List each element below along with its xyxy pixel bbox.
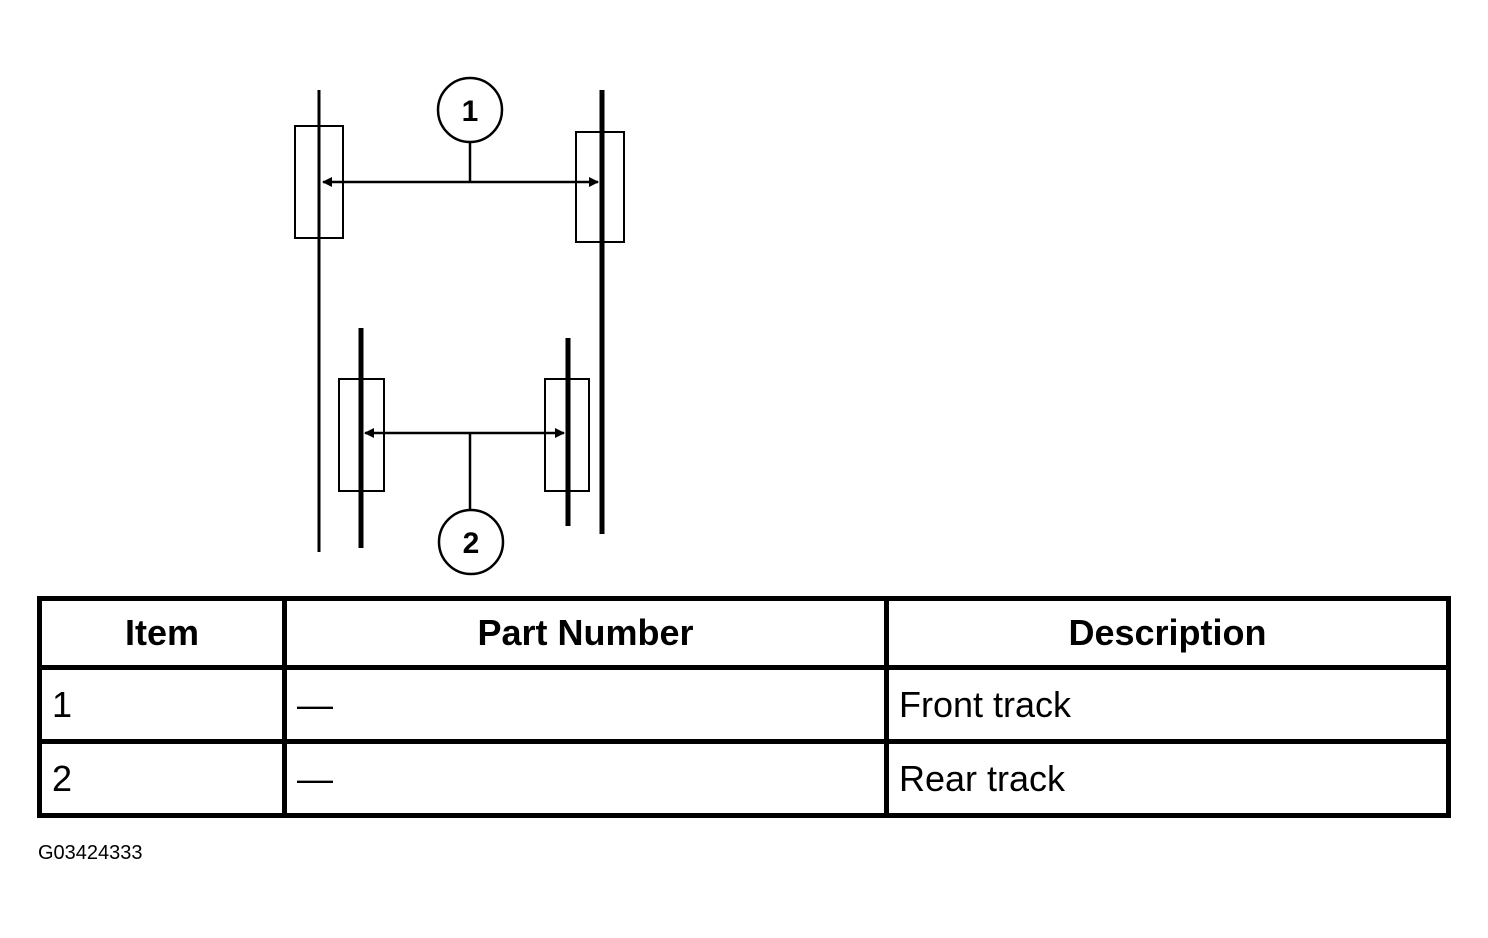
rear-callout-circle bbox=[437, 508, 505, 576]
front-right-tire bbox=[575, 131, 625, 243]
legend-table: Item Part Number Description 1 — Front t… bbox=[37, 596, 1451, 818]
row-part-number: — bbox=[282, 739, 889, 818]
figure-id: G03424333 bbox=[38, 842, 143, 864]
row-description: Rear track bbox=[884, 739, 1451, 818]
rear-axle: 2 bbox=[338, 328, 590, 576]
row-part-number: — bbox=[282, 665, 889, 744]
row-description: Front track bbox=[884, 665, 1451, 744]
table-row: 1 — Front track bbox=[37, 665, 1451, 744]
row-item: 1 bbox=[37, 665, 287, 744]
table-row: 2 — Rear track bbox=[37, 739, 1451, 818]
table-header-row: Item Part Number Description bbox=[37, 596, 1451, 670]
header-description: Description bbox=[884, 596, 1451, 670]
front-callout-circle bbox=[436, 76, 504, 144]
row-item: 2 bbox=[37, 739, 287, 818]
front-callout-number: 1 bbox=[462, 95, 479, 128]
track-width-diagram: 1 2 bbox=[294, 76, 625, 576]
front-axle: 1 bbox=[294, 76, 625, 552]
header-item: Item bbox=[37, 596, 287, 670]
rear-callout-number: 2 bbox=[463, 527, 480, 560]
header-part-number: Part Number bbox=[282, 596, 889, 670]
